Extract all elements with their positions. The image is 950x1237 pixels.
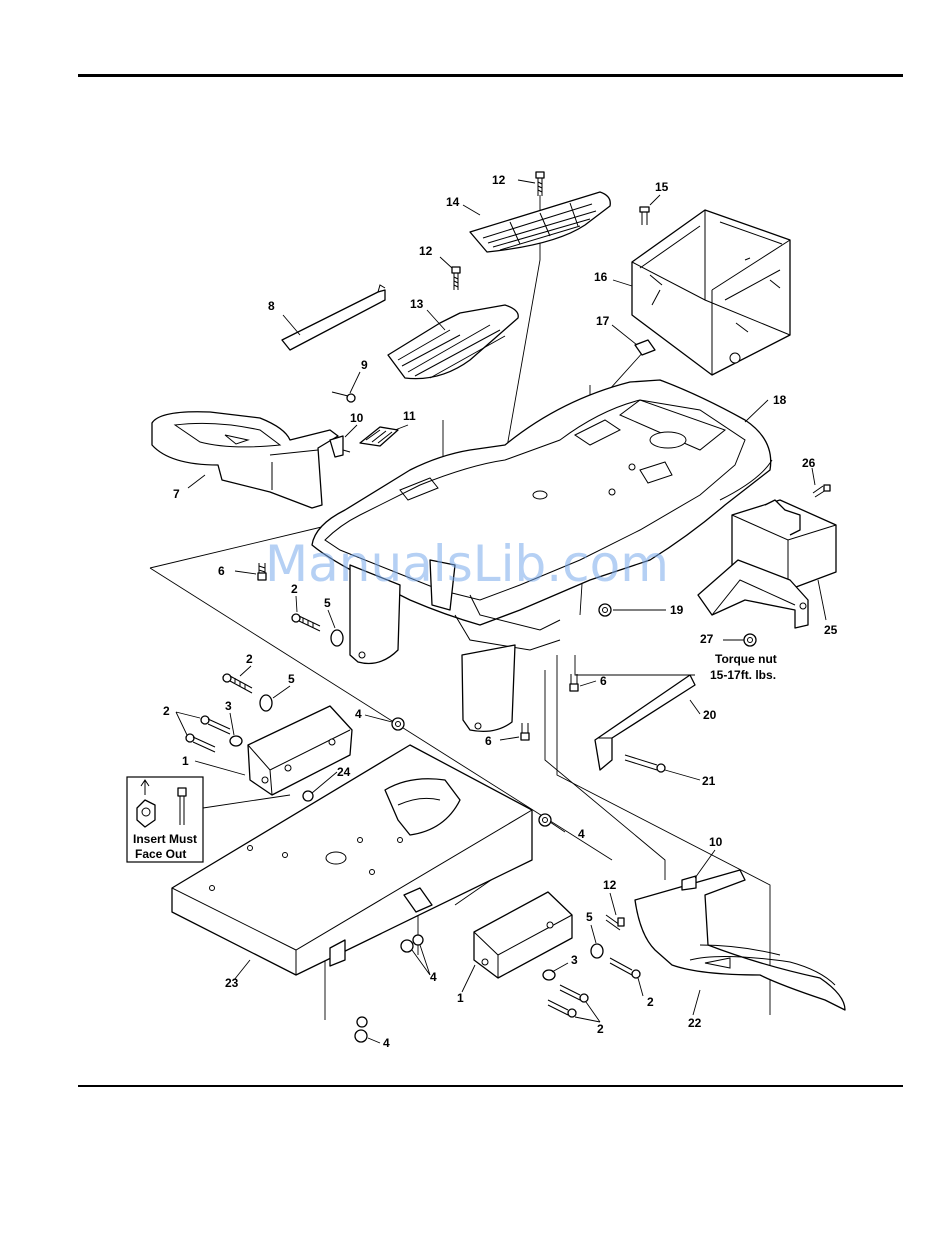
callout-23: 23 [225,976,239,990]
nut-4-b [539,814,551,826]
bolt-12-lower [606,915,624,930]
bolt-9 [332,392,355,402]
callout-2: 2 [647,995,654,1009]
part-10-clip-lower [682,876,696,890]
callout-3: 3 [571,953,578,967]
callout-7: 7 [173,487,180,501]
part-10-clip-upper [330,436,350,457]
callout-14: 14 [446,195,460,209]
callout-8: 8 [268,299,275,313]
part-25-box [698,500,836,628]
bolt-15 [640,207,649,225]
callout-18: 18 [773,393,787,407]
callout-2: 2 [597,1022,604,1036]
callout-25: 25 [824,623,838,637]
callout-20: 20 [703,708,717,722]
callout-10: 10 [350,411,364,425]
callout-6: 6 [485,734,492,748]
part-19-nut [599,604,611,616]
callout-26: 26 [802,456,816,470]
insert-note-line1: Insert Must [133,832,197,846]
bolt-21 [625,755,665,772]
callout-17: 17 [596,314,610,328]
watermark: ManualsLib.com [265,535,669,593]
callout-13: 13 [410,297,424,311]
callout-11: 11 [403,409,416,423]
callout-4: 4 [430,970,437,984]
nut-4-d [355,1017,367,1042]
callout-4: 4 [383,1036,390,1050]
callout-2: 2 [163,704,170,718]
callout-9: 9 [361,358,368,372]
callout-5: 5 [324,596,331,610]
bolt-6-c [521,723,529,740]
nut-27 [744,634,756,646]
callout-4: 4 [578,827,585,841]
callout-12: 12 [419,244,433,258]
callout-2: 2 [246,652,253,666]
callout-15: 15 [655,180,669,194]
bolt-26 [813,485,830,497]
bolt-12-top [536,172,544,196]
callout-5: 5 [288,672,295,686]
part-1-bracket-left [248,706,352,801]
bolt-2-a [292,614,343,646]
part-8-bracket [282,285,385,350]
callout-6: 6 [218,564,225,578]
part-20-bracket [595,675,695,770]
part-1-bracket-right [474,892,572,978]
callout-6: 6 [600,674,607,688]
bolt-12-mid [452,267,460,290]
callout-4: 4 [355,707,362,721]
callout-16: 16 [594,270,608,284]
torque-note-line1: Torque nut [715,652,777,666]
torque-note-line2: 15-17ft. lbs. [710,668,776,682]
part-13-foot-plate [388,305,518,379]
callout-21: 21 [702,774,716,788]
part-22-right-step [635,870,845,1010]
callout-27: 27 [700,632,714,646]
callout-3: 3 [225,699,232,713]
torque-note: Torque nut 15-17ft. lbs. [710,652,777,682]
part-11-pad [360,427,398,446]
part-17-clip [635,340,655,355]
callout-1: 1 [182,754,189,768]
insert-note-line2: Face Out [135,847,186,861]
callout-19: 19 [670,603,684,617]
callout-22: 22 [688,1016,702,1030]
nut-4-c [401,935,423,952]
nut-4-a [392,718,404,730]
callout-1: 1 [457,991,464,1005]
bolts-2-right [543,944,640,1017]
callout-5: 5 [586,910,593,924]
callout-12: 12 [492,173,506,187]
part-7-left-step [152,412,338,508]
callout-24: 24 [337,765,351,779]
part-16-battery-box [632,210,790,375]
callout-12: 12 [603,878,617,892]
bolt-6-b [570,674,578,691]
callout-10: 10 [709,835,723,849]
